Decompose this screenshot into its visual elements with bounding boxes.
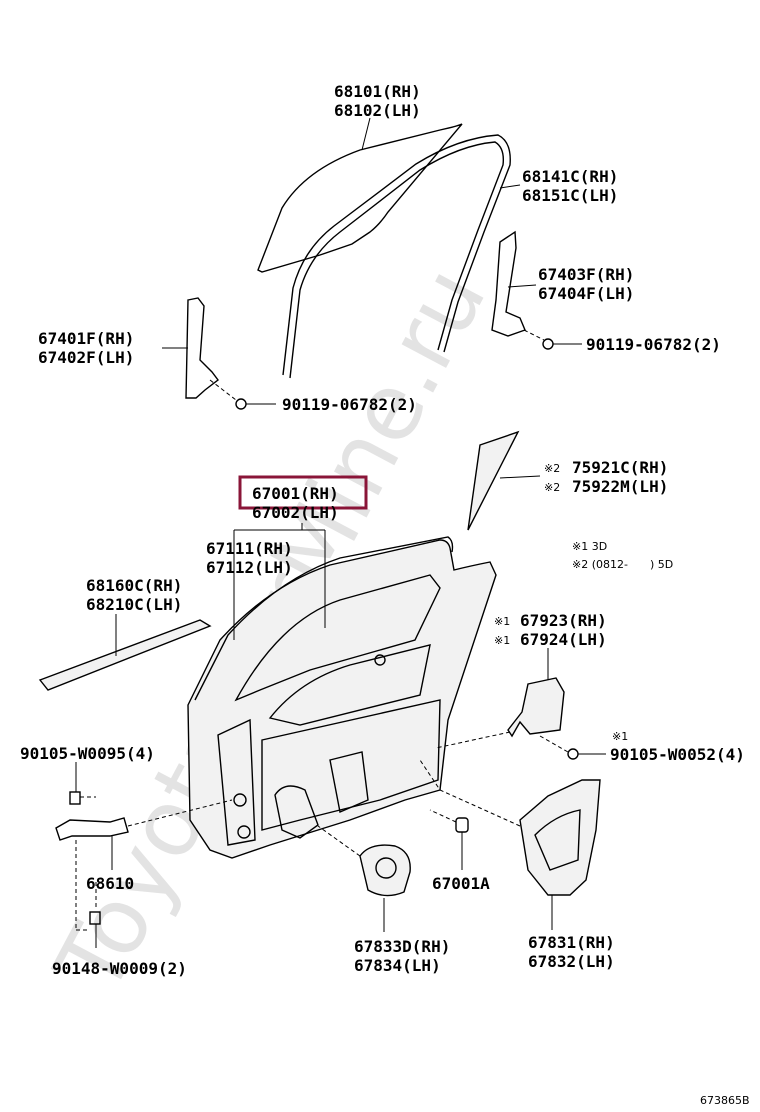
bolt-icon xyxy=(235,398,247,410)
label-check: 68610 xyxy=(86,874,134,893)
label-door-panel-rh: 67001(RH) xyxy=(252,484,339,503)
label-protector-bolt-prefix: ※1 xyxy=(612,730,628,743)
label-rear-sash-bolt: 90119-06782(2) xyxy=(586,335,721,354)
label-tape-lh: 75922M(LH) xyxy=(572,477,668,496)
label-rear-sash-rh: 67403F(RH) xyxy=(538,265,634,284)
label-run-channel-rh: 68141C(RH) xyxy=(522,167,618,186)
label-belt-moulding-rh: 68160C(RH) xyxy=(86,576,182,595)
label-tape-prefix-rh: ※2 xyxy=(544,462,560,475)
label-protector-bolt: 90105-W0052(4) xyxy=(610,745,745,764)
door-weatherstrip[interactable] xyxy=(194,536,454,701)
label-tape-rh: 75921C(RH) xyxy=(572,458,668,477)
label-door-panel-lh: 67002(LH) xyxy=(252,503,339,522)
label-weatherstrip-rh: 67111(RH) xyxy=(206,539,293,558)
label-protector-rh: 67923(RH) xyxy=(520,611,607,630)
label-glass-lh: 68102(LH) xyxy=(334,101,421,120)
large-hole-cover[interactable] xyxy=(519,779,601,896)
label-protector-lh: 67924(LH) xyxy=(520,630,607,649)
bolt-icon xyxy=(542,338,554,350)
door-frame-tape[interactable] xyxy=(467,430,520,531)
drawing-number: 673865B xyxy=(700,1094,750,1107)
label-front-sash-rh: 67401F(RH) xyxy=(38,329,134,348)
label-bumper: 67001A xyxy=(432,874,490,893)
label-belt-moulding-lh: 68210C(LH) xyxy=(86,595,182,614)
bolt-icon xyxy=(567,748,579,760)
note-1: ※1 3D xyxy=(572,540,607,553)
label-protector-prefix-lh: ※1 xyxy=(494,634,510,647)
label-small-hole-cover-lh: 67834(LH) xyxy=(354,956,441,975)
label-tape-prefix-lh: ※2 xyxy=(544,481,560,494)
label-front-sash-bolt: 90119-06782(2) xyxy=(282,395,417,414)
door-protector[interactable] xyxy=(507,677,565,738)
label-rear-sash-lh: 67404F(LH) xyxy=(538,284,634,303)
label-large-hole-cover-rh: 67831(RH) xyxy=(528,933,615,952)
label-weatherstrip-lh: 67112(LH) xyxy=(206,558,293,577)
belt-moulding[interactable] xyxy=(38,619,212,691)
label-small-hole-cover-rh: 67833D(RH) xyxy=(354,937,450,956)
bolt-icon xyxy=(69,791,81,805)
door-check[interactable] xyxy=(55,817,129,841)
rear-door-sash[interactable] xyxy=(491,230,526,337)
label-glass-rh: 68101(RH) xyxy=(334,82,421,101)
front-door-sash[interactable] xyxy=(185,297,219,399)
highlight-box xyxy=(238,475,368,510)
glass-run-channel[interactable] xyxy=(282,134,511,379)
note-2: ※2 (0812- ) 5D xyxy=(572,558,673,571)
screw-icon xyxy=(89,911,101,925)
door-glass[interactable] xyxy=(257,123,463,273)
label-front-sash-lh: 67402F(LH) xyxy=(38,348,134,367)
small-hole-cover[interactable] xyxy=(359,844,411,897)
door-bumper[interactable] xyxy=(455,817,469,833)
label-large-hole-cover-lh: 67832(LH) xyxy=(528,952,615,971)
label-run-channel-lh: 68151C(LH) xyxy=(522,186,618,205)
label-check-bolt: 90105-W0095(4) xyxy=(20,744,155,763)
label-check-screw: 90148-W0009(2) xyxy=(52,959,187,978)
label-protector-prefix-rh: ※1 xyxy=(494,615,510,628)
